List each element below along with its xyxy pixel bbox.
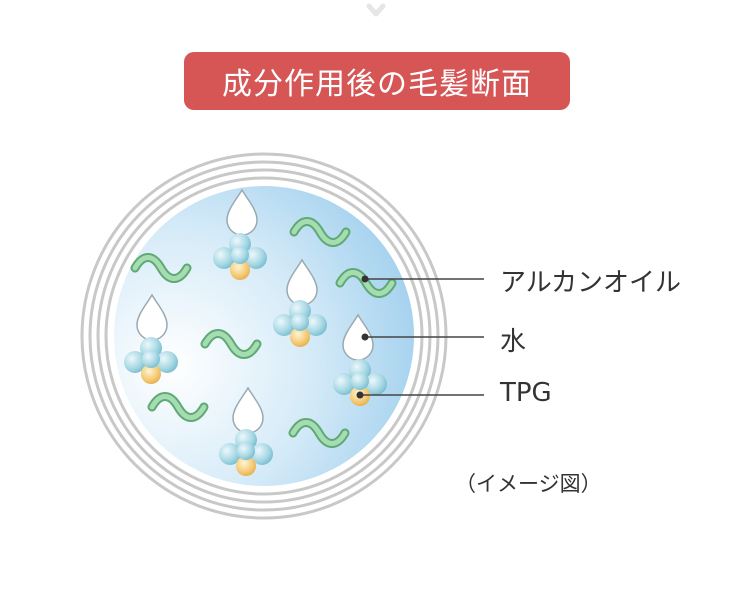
- label-alkane-oil: アルカンオイル: [500, 268, 681, 298]
- leader-line-oil: [361, 275, 484, 283]
- top-chevron-decoration: [366, 3, 386, 17]
- title-badge: 成分作用後の毛髪断面: [184, 52, 570, 110]
- title-text: 成分作用後の毛髪断面: [222, 67, 532, 102]
- leader-line-tpg: [356, 391, 484, 399]
- label-tpg: TPG: [500, 378, 552, 408]
- leader-line-water: [361, 333, 484, 341]
- label-water: 水: [500, 327, 527, 357]
- cortex-area: [114, 186, 414, 486]
- image-note: （イメージ図）: [455, 472, 602, 496]
